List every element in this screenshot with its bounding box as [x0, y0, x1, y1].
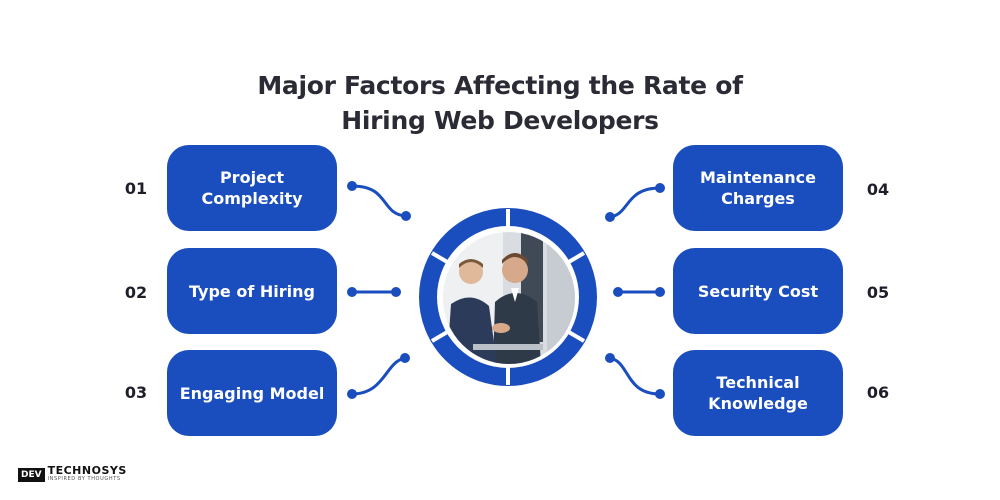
central-hub-ring: [419, 208, 597, 386]
factor-box-type-of-hiring: Type of Hiring: [167, 248, 337, 334]
logo-name: TECHNOSYS: [47, 464, 127, 477]
factor-box-project-complexity: Project Complexity: [167, 145, 337, 231]
factor-number-06: 06: [866, 383, 890, 402]
logo-text: TECHNOSYS INSPIRED BY THOUGHTS: [47, 464, 127, 484]
title-line-1: Major Factors Affecting the Rate of: [257, 71, 743, 100]
logo-mark: DEV: [18, 468, 45, 482]
title-line-2: Hiring Web Developers: [341, 106, 659, 135]
diagram-title: Major Factors Affecting the Rate of Hiri…: [0, 68, 1000, 138]
handshake-photo: [443, 232, 575, 364]
logo-tagline: INSPIRED BY THOUGHTS: [47, 476, 121, 482]
factor-box-security-cost: Security Cost: [673, 248, 843, 334]
factor-number-05: 05: [866, 283, 890, 302]
factor-number-03: 03: [124, 383, 148, 402]
factor-box-maintenance-charges: Maintenance Charges: [673, 145, 843, 231]
brand-logo: DEV TECHNOSYS INSPIRED BY THOUGHTS: [18, 464, 127, 484]
factor-box-engaging-model: Engaging Model: [167, 350, 337, 436]
factor-number-02: 02: [124, 283, 148, 302]
factor-box-technical-knowledge: Technical Knowledge: [673, 350, 843, 436]
factor-number-01: 01: [124, 179, 148, 198]
factor-number-04: 04: [866, 180, 890, 199]
